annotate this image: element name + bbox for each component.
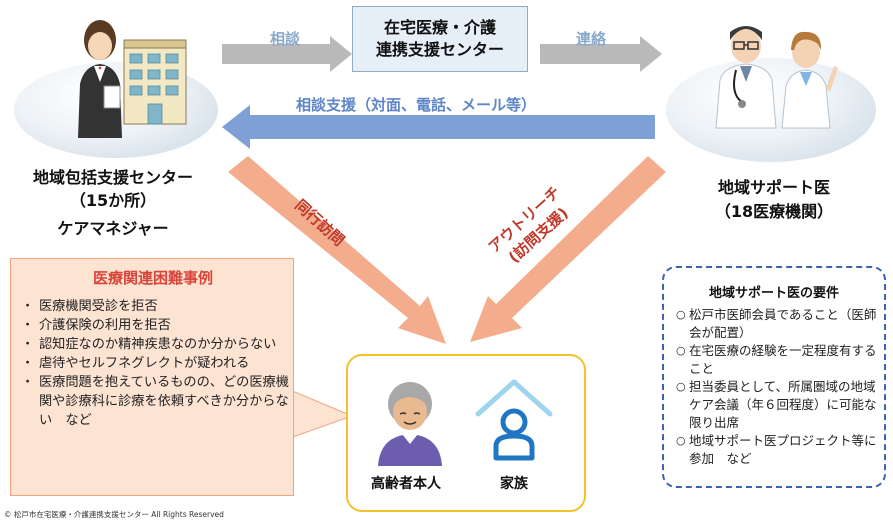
consult-label: 相談 [270,30,301,48]
difficult-cases-list: 医療機関受診を拒否 介護保険の利用を拒否 認知症なのか精神疾患なのか分からない … [21,297,295,430]
outreach-arrow [470,156,666,342]
requirement-item: 在宅医療の経験を一定程度有すること [676,342,882,378]
consult-arrow [222,36,352,72]
support-center-line1: 在宅医療・介護 [383,18,496,37]
requirements-list: 松戸市医師会員であること（医師会が配置） 在宅医療の経験を一定程度有すること 担… [676,306,882,468]
doctor-figure-right [781,31,838,129]
difficult-cases-box: 医療関連困難事例 医療機関受診を拒否 介護保険の利用を拒否 認知症なのか精神疾患… [10,258,294,496]
requirements-title: 地域サポート医の要件 [708,286,839,301]
contact-label: 連絡 [576,30,607,48]
care-manager-illustration [78,20,187,138]
requirements-box: 地域サポート医の要件 松戸市医師会員であること（医師会が配置） 在宅医療の経験を… [662,266,886,488]
family-label: 家族 [500,476,528,492]
requirement-item: 担当委員として、所属圏域の地域ケア会議（年６回程度）に可能な限り出席 [676,378,882,432]
requirement-item: 松戸市医師会員であること（医師会が配置） [676,306,882,342]
case-item: 認知症なのか精神疾患なのか分からない [21,335,295,354]
doctors-illustration [715,26,838,129]
cases-callout-pointer [290,390,354,439]
left-party-count: （15か所） [69,191,157,210]
elderly-person-icon [378,382,442,466]
accompany-arrow [228,156,446,344]
copyright-notice: © 松戸市在宅医療・介護連携支援センター All Rights Reserved [4,510,224,519]
case-item: 医療機関受診を拒否 [21,297,295,316]
elderly-person-label: 高齢者本人 [371,476,441,492]
family-house-icon [475,379,553,461]
difficult-cases-title: 医療関連困難事例 [92,269,213,287]
care-manager-figure [78,20,122,138]
case-item: 介護保険の利用を拒否 [21,316,295,335]
support-center-line2: 連携支援センター [375,40,504,59]
doctor-figure-left [715,26,777,129]
right-party-count: （18医療機関） [714,202,834,221]
case-item: 虐待やセルフネグレクトが疑われる [21,354,295,373]
building-icon [123,39,187,125]
right-party-name: 地域サポート医 [717,178,830,197]
support-center-box: 在宅医療・介護 連携支援センター [352,6,528,72]
case-item: 医療問題を抱えているものの、どの医療機関や診療科に診療を依頼すべきか分からない … [21,373,295,430]
left-party-name: 地域包括支援センター [32,168,193,187]
left-party-role: ケアマネジャー [57,219,169,238]
contact-arrow [540,36,662,72]
consult-support-arrow [222,105,655,149]
requirement-item: 地域サポート医プロジェクト等に参加 など [676,432,882,468]
consult-support-label: 相談支援（対面、電話、メール等） [296,96,537,114]
target-box: 高齢者本人 家族 [346,354,586,512]
